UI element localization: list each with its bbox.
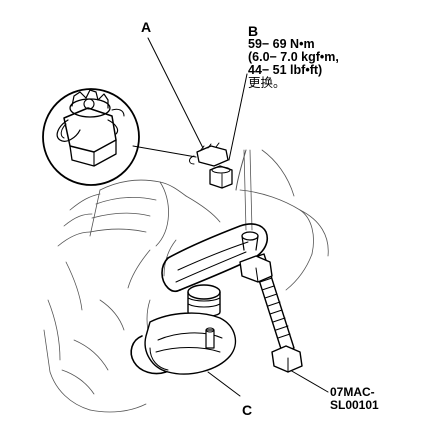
torque-line-4: 更换。 [248,76,286,90]
torque-line-3: 44− 51 lbf•ft) [248,63,323,77]
detail-leader [132,145,197,158]
leader-tool [289,369,329,393]
torque-line-1: 59− 69 N•m [248,37,315,51]
suspension-outline [43,149,329,413]
castle-nut [189,142,229,167]
new-nut-b [209,165,233,189]
callout-c: C [242,402,253,418]
detail-circle [42,88,140,186]
leader-a [147,37,204,149]
callout-a: A [141,19,152,35]
leader-b [228,73,248,161]
tool-number-line-2: SL00101 [330,398,379,412]
callout-b: B [248,23,259,39]
leader-c [207,371,241,397]
ball-joint [130,284,237,375]
tool-number-line-1: 07MAC- [330,385,375,399]
forcing-bolt [239,253,303,373]
tool-number-block: 07MAC- SL00101 [330,386,379,412]
puller-arm [161,223,269,293]
torque-line-2: (6.0− 7.0 kgf•m, [248,50,339,64]
callout-b-block: B 59− 69 N•m (6.0− 7.0 kgf•m, 44− 51 lbf… [248,24,339,90]
drive-shaft-boot [57,179,187,247]
